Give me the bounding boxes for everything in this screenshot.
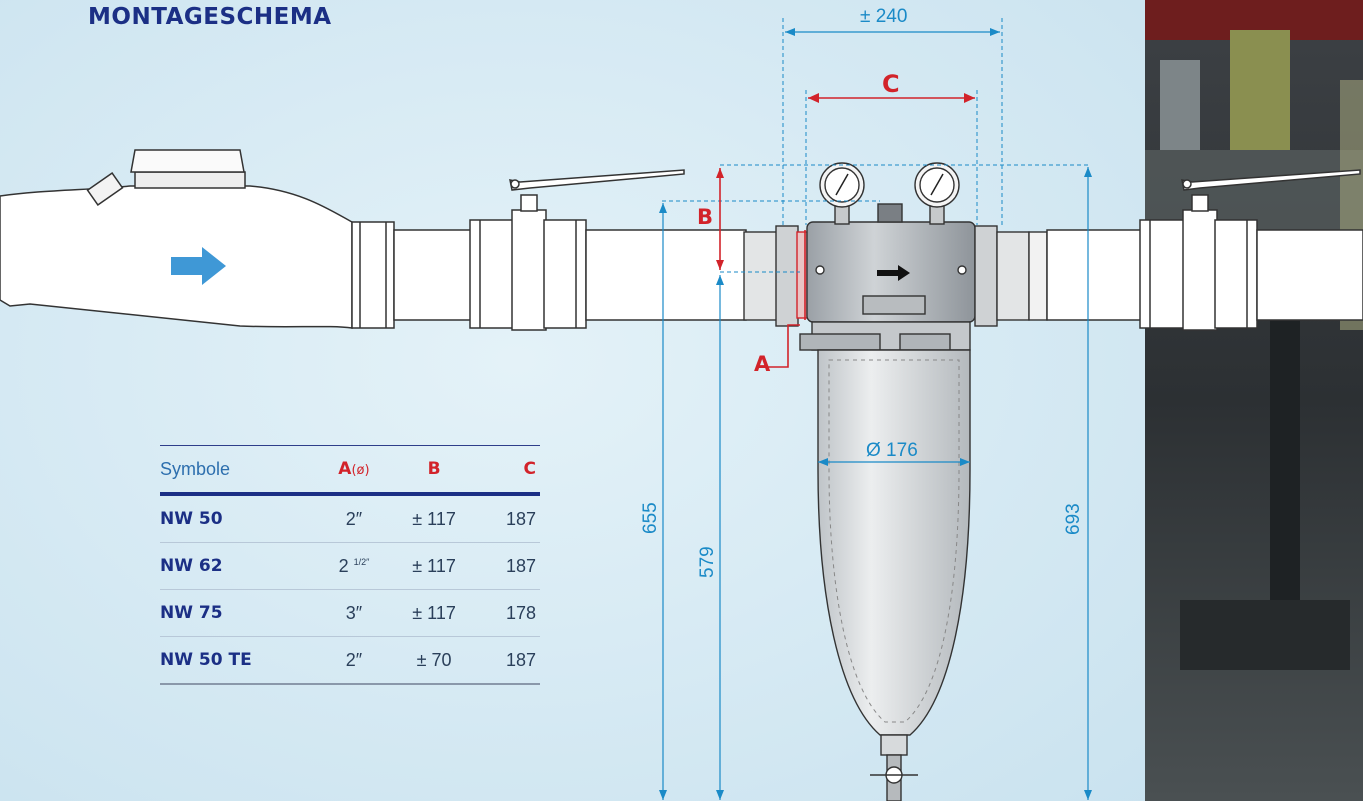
row-c: 187 <box>505 555 536 576</box>
right-arrow-icon <box>171 247 226 285</box>
table-row: NW 50 2″ ± 117 187 <box>160 496 540 543</box>
dimension-height-655: 655 <box>640 502 661 534</box>
pipe-coupling-1 <box>351 221 395 329</box>
row-a-sup: 1/2″ <box>353 556 370 567</box>
dimension-top-width: ± 240 <box>860 6 908 27</box>
dimension-height-693: 693 <box>1063 503 1084 535</box>
filter-unit <box>743 162 1048 801</box>
table-row: NW 50 TE 2″ ± 70 187 <box>160 637 540 685</box>
table-row: NW 75 3″ ± 117 178 <box>160 590 540 637</box>
row-b: ± 117 <box>412 602 456 623</box>
row-b: ± 117 <box>412 508 456 529</box>
row-name: NW 62 <box>160 556 223 576</box>
pipe-segment-1 <box>393 229 475 321</box>
ball-valve-1 <box>469 169 685 331</box>
row-name: NW 50 TE <box>160 650 252 670</box>
dimension-lines <box>659 18 1092 800</box>
row-a: 2″ <box>318 650 389 671</box>
row-a: 3″ <box>318 603 389 624</box>
header-a: A(ø) <box>318 459 389 479</box>
row-b: ± 117 <box>412 555 456 576</box>
page-title: MONTAGESCHEMA <box>88 4 332 30</box>
header-symbol: Symbole <box>160 458 231 479</box>
dimension-a-label: A <box>754 352 771 376</box>
row-c: 187 <box>505 649 536 670</box>
row-a: 2″ <box>318 509 389 530</box>
row-name: NW 75 <box>160 603 223 623</box>
row-b: ± 70 <box>416 649 452 670</box>
row-a-value: 2 <box>338 555 349 576</box>
row-a-value: 2″ <box>345 649 363 670</box>
row-a-value: 2″ <box>345 508 363 529</box>
row-name: NW 50 <box>160 509 223 529</box>
installation-photo <box>1145 0 1363 801</box>
dimension-c-label: C <box>882 70 900 98</box>
row-a: 2 1/2″ <box>318 556 389 577</box>
ball-valve-2 <box>1139 169 1363 331</box>
pipe-segment-2 <box>585 229 747 321</box>
dimension-diameter: Ø 176 <box>866 440 918 461</box>
header-a-sub: (ø) <box>351 463 370 478</box>
row-a-value: 3″ <box>345 602 363 623</box>
table-header: Symbole A(ø) B C <box>160 445 540 496</box>
header-a-label: A <box>338 459 352 479</box>
pipe-segment-3 <box>1046 229 1148 321</box>
dimension-height-579: 579 <box>697 546 718 578</box>
spec-table: Symbole A(ø) B C NW 50 2″ ± 117 187 NW 6… <box>160 445 540 685</box>
table-row: NW 62 2 1/2″ ± 117 187 <box>160 543 540 590</box>
header-b: B <box>427 459 441 479</box>
header-c: C <box>523 459 536 479</box>
dimension-b-label: B <box>697 205 714 229</box>
row-c: 187 <box>505 508 536 529</box>
row-c: 178 <box>505 602 536 623</box>
